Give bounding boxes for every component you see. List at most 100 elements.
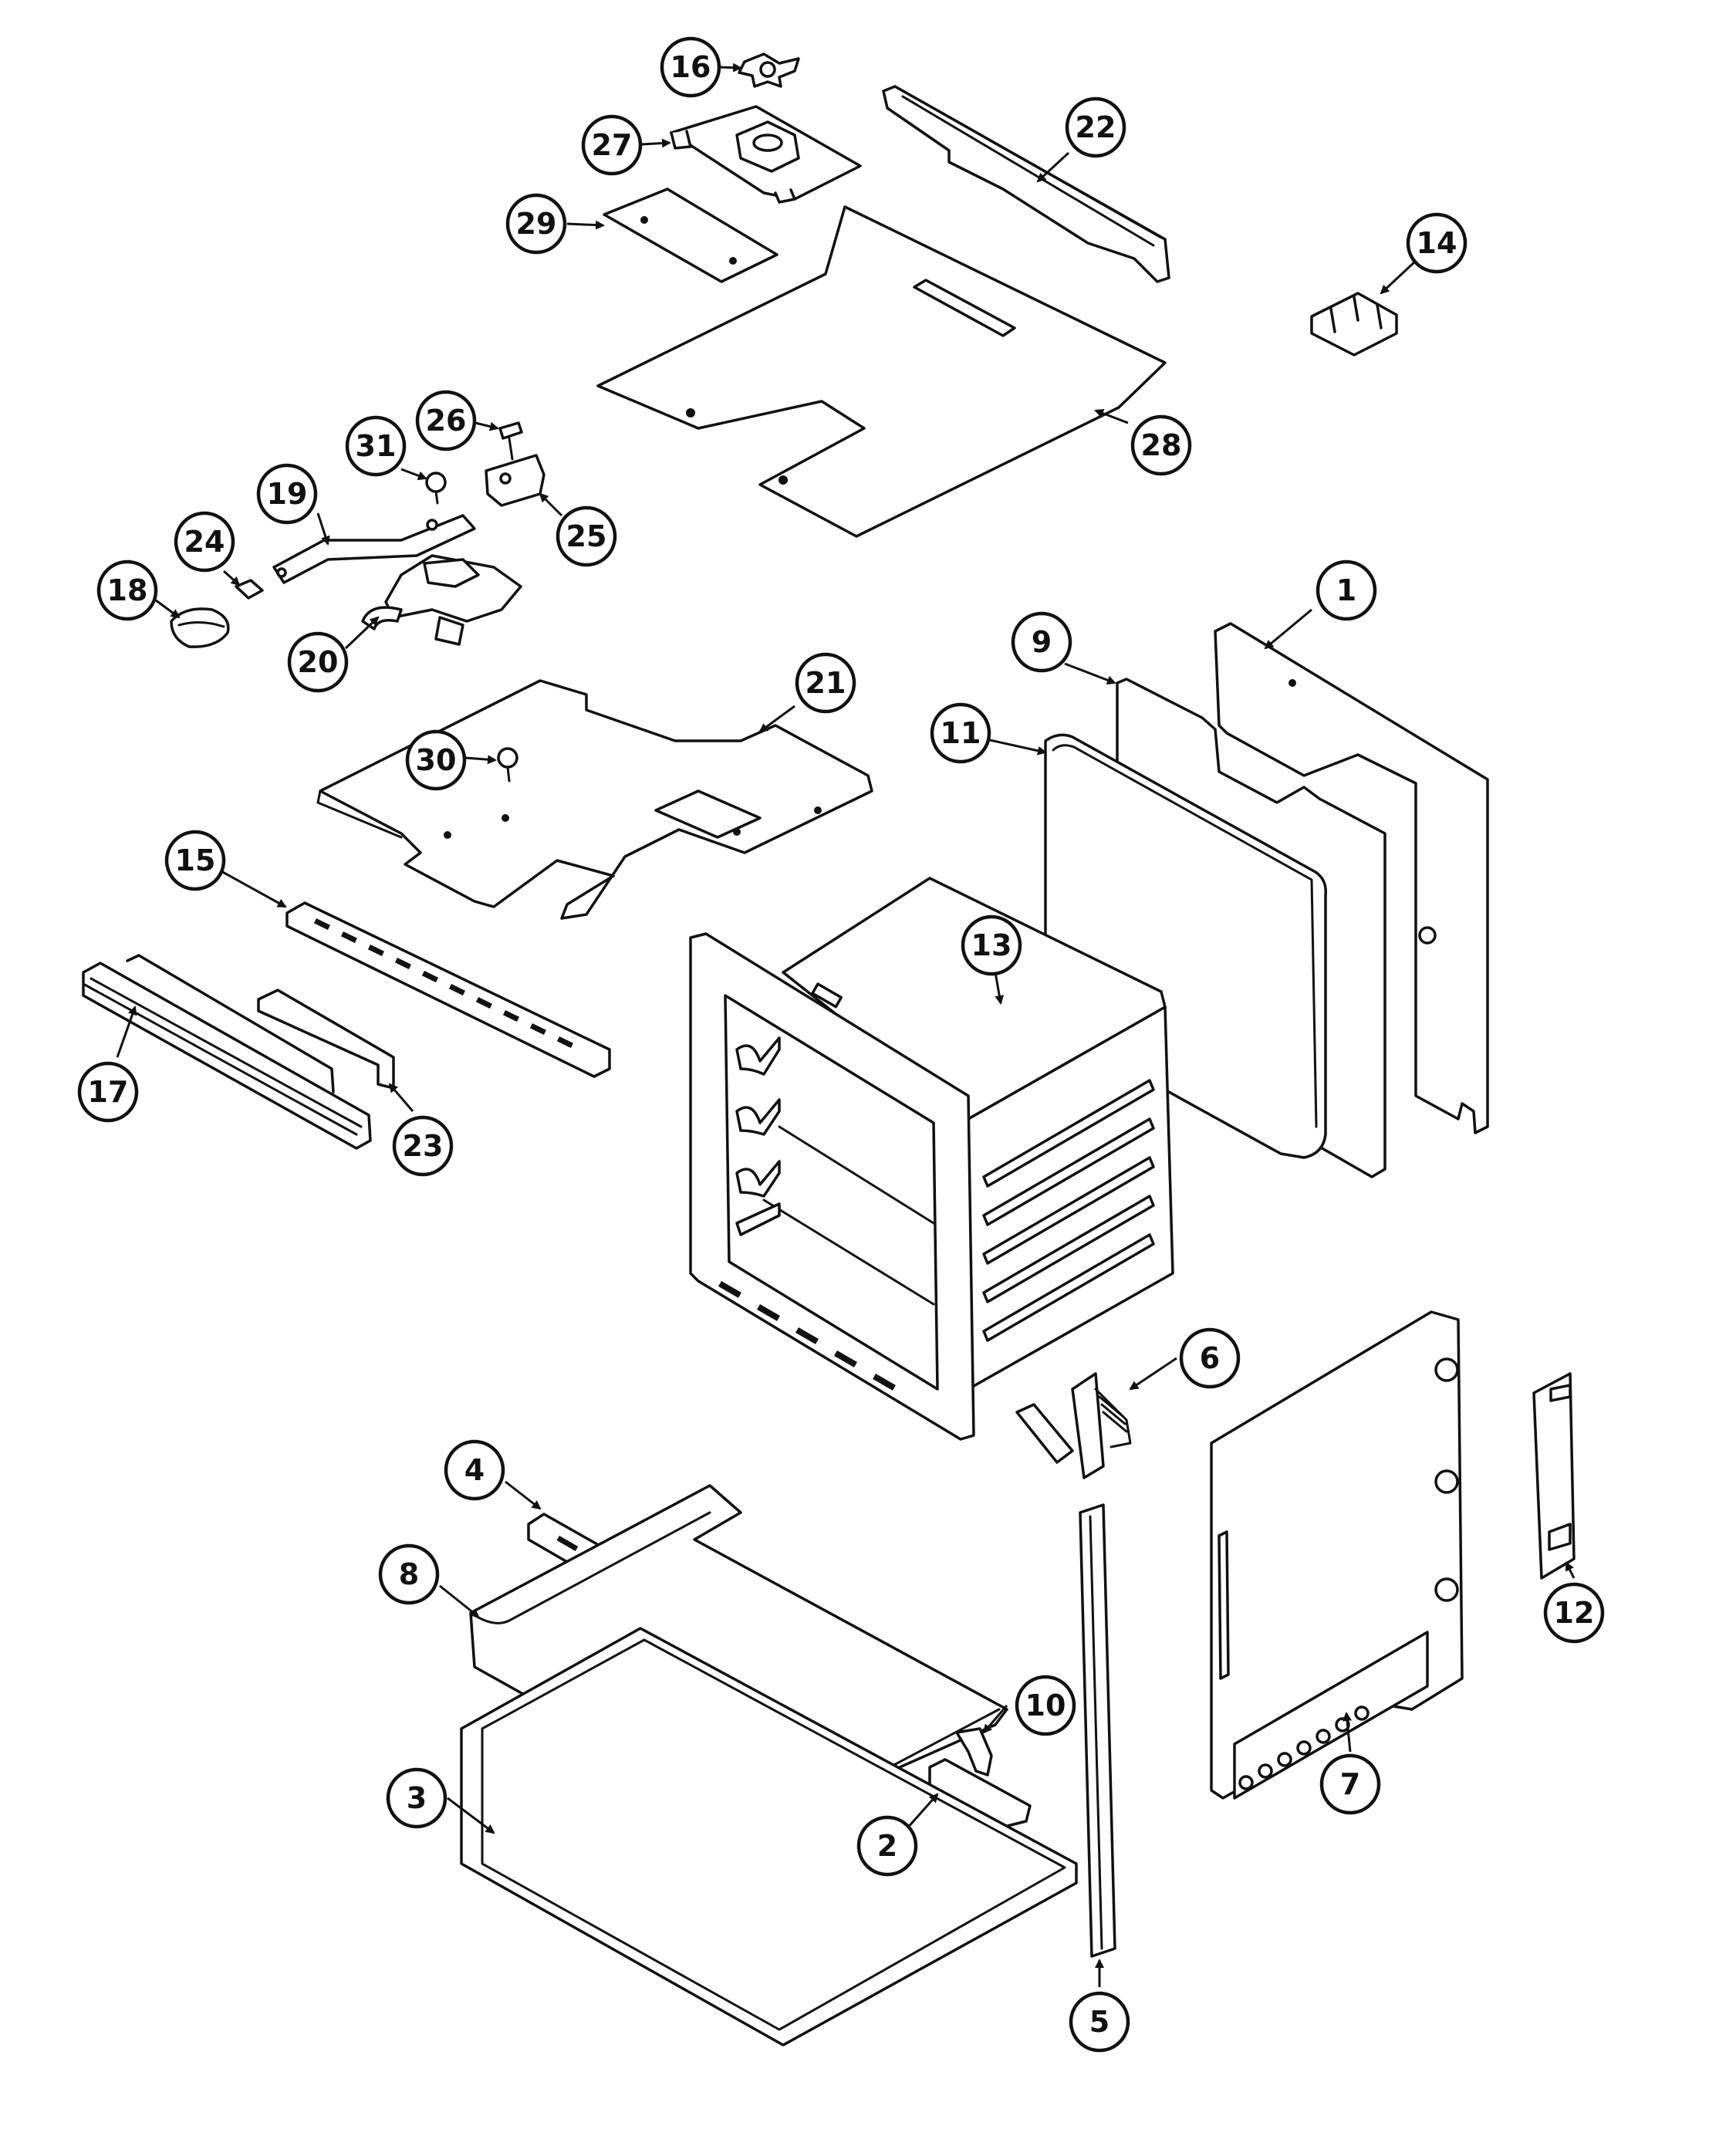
callout-25: 25: [556, 505, 617, 567]
callout-7-label: 7: [1340, 1767, 1360, 1801]
leader-12: [1565, 1561, 1576, 1579]
part-21-upper-oven-panel: [316, 679, 873, 920]
leader-1: [1264, 608, 1312, 650]
part-5-vertical-trim: [1079, 1503, 1116, 1958]
callout-2: 2: [856, 1815, 918, 1877]
callout-23: 23: [392, 1115, 454, 1177]
callout-22: 22: [1065, 96, 1126, 158]
parts-layer: [82, 52, 1576, 2047]
leader-10: [982, 1705, 1008, 1734]
leader-28: [1094, 408, 1129, 424]
callout-7: 7: [1319, 1753, 1381, 1815]
leader-15: [219, 869, 287, 908]
leader-31: [400, 468, 427, 481]
callout-29-label: 29: [516, 207, 557, 241]
leader-26: [471, 421, 499, 431]
leader-30: [464, 755, 497, 765]
callout-31-label: 31: [356, 429, 397, 463]
callout-18-label: 18: [107, 573, 148, 607]
part-1-outer-back-panel: [1214, 622, 1489, 1134]
callout-28: 28: [1130, 414, 1192, 476]
callout-5-label: 5: [1089, 2005, 1109, 2039]
callout-16-label: 16: [670, 50, 711, 84]
callout-17: 17: [77, 1061, 139, 1123]
leader-17: [116, 1006, 137, 1058]
part-28-top-panel: [596, 205, 1167, 538]
leader-21: [758, 705, 795, 733]
callout-10: 10: [1015, 1675, 1076, 1736]
callout-10-label: 10: [1025, 1688, 1066, 1722]
part-12-side-bracket: [1532, 1372, 1576, 1580]
part-6-door-hinge: [1015, 1372, 1132, 1479]
callout-23-label: 23: [403, 1129, 444, 1163]
leader-lines: [116, 63, 1576, 1987]
leader-19: [316, 512, 330, 546]
part-22-long-bracket: [882, 85, 1170, 283]
callout-30-label: 30: [416, 743, 457, 777]
leader-25: [539, 492, 563, 517]
callout-17-label: 17: [88, 1075, 129, 1109]
leader-13: [994, 972, 1005, 1005]
callout-8: 8: [378, 1543, 440, 1605]
callout-12: 12: [1543, 1582, 1605, 1644]
leader-2: [905, 1793, 939, 1830]
callout-26-label: 26: [426, 404, 467, 438]
callout-18: 18: [96, 559, 158, 621]
callout-27: 27: [581, 114, 643, 176]
callout-14: 14: [1406, 212, 1467, 274]
part-20-latch-assembly: [361, 554, 522, 646]
callout-5: 5: [1069, 1991, 1130, 2053]
callout-9: 9: [1011, 611, 1072, 673]
callout-6-label: 6: [1200, 1341, 1220, 1375]
part-17-front-rail: [82, 954, 372, 1150]
part-3-bottom-frame: [460, 1627, 1078, 2047]
leader-22: [1036, 151, 1070, 183]
part-16-thermostat-clip: [738, 52, 800, 88]
callout-11: 11: [930, 702, 991, 764]
part-31-screw: [425, 472, 447, 505]
callout-24-label: 24: [184, 525, 225, 559]
leader-4: [505, 1480, 542, 1510]
callout-21: 21: [795, 652, 856, 714]
callouts: 1 2 3 4 5 6 7 8 9 10 11 12 13 14 15 16 1…: [77, 36, 1605, 2053]
part-7-side-panel: [1210, 1310, 1464, 1800]
part-10-burner-bracket: [955, 1727, 993, 1776]
oven-cavity: [689, 877, 1174, 1441]
callout-22-label: 22: [1076, 110, 1116, 144]
part-24-spacer: [235, 579, 264, 600]
callout-31: 31: [345, 415, 407, 477]
part-27-mounting-bracket: [670, 105, 862, 204]
callout-30: 30: [405, 729, 467, 791]
leader-9: [1064, 662, 1116, 685]
leader-23: [388, 1083, 414, 1112]
callout-21-label: 21: [806, 666, 846, 700]
callout-1-label: 1: [1336, 573, 1356, 607]
callout-14-label: 14: [1417, 226, 1457, 260]
callout-19-label: 19: [267, 477, 308, 511]
callout-4-label: 4: [464, 1453, 485, 1487]
leader-20: [344, 616, 380, 650]
callout-27-label: 27: [592, 128, 633, 162]
part-30-screw: [497, 747, 518, 783]
leader-27: [641, 138, 671, 148]
leader-8: [439, 1584, 480, 1618]
callout-19: 19: [256, 463, 318, 525]
leader-14: [1380, 259, 1417, 295]
callout-3-label: 3: [407, 1781, 427, 1815]
leader-7: [1343, 1712, 1352, 1753]
callout-8-label: 8: [399, 1557, 419, 1591]
leader-24: [222, 570, 241, 586]
part-29-cover-plate: [603, 188, 778, 283]
leader-29: [566, 220, 605, 230]
callout-15: 15: [164, 830, 226, 891]
leader-18: [152, 597, 181, 619]
callout-1: 1: [1316, 559, 1377, 621]
callout-11-label: 11: [941, 716, 981, 750]
callout-4: 4: [444, 1439, 505, 1501]
part-15-vent-strip: [285, 901, 611, 1078]
callout-20-label: 20: [298, 645, 339, 679]
callout-24: 24: [174, 511, 235, 573]
part-18-knob: [170, 607, 230, 648]
leader-6: [1129, 1357, 1177, 1391]
